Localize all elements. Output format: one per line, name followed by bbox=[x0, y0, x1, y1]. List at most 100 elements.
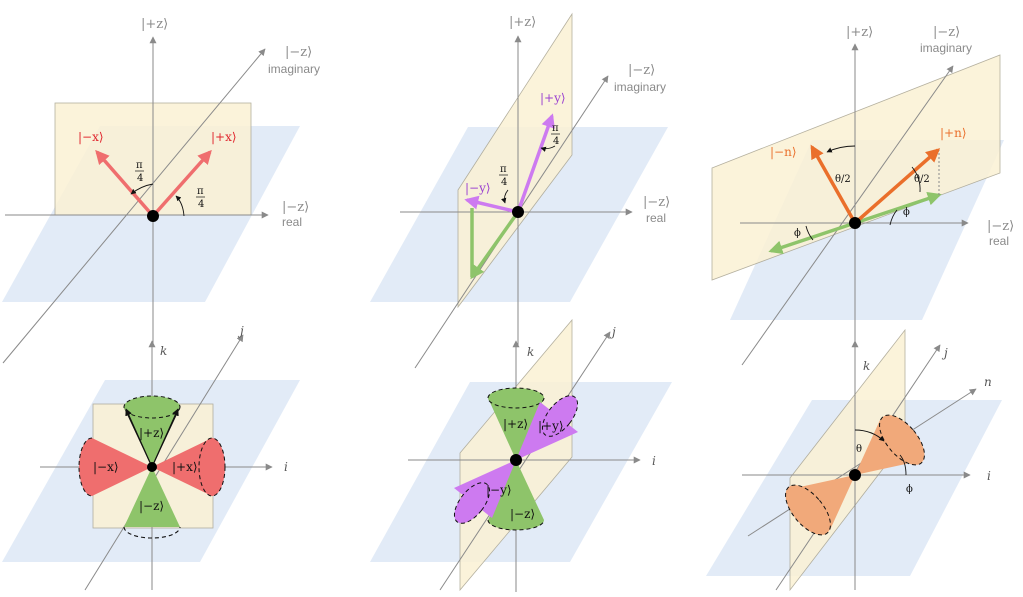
j-axis bbox=[775, 344, 941, 591]
cone-left bbox=[92, 438, 152, 496]
j-axis-label: j bbox=[237, 324, 244, 338]
state-minus-y-arrow bbox=[464, 195, 519, 214]
state-minus-n-label: |−n⟩ bbox=[770, 145, 797, 159]
phi-arc-b bbox=[889, 209, 898, 226]
state-minus-n-arrow bbox=[810, 144, 857, 224]
angle-arc-b bbox=[175, 195, 185, 217]
origin-dot bbox=[510, 454, 522, 466]
state-plus-n-arrow bbox=[853, 148, 941, 225]
imag-axis-label: |−z⟩ bbox=[285, 45, 312, 60]
panel-1: |+z⟩ |−z⟩ imaginary |−z⟩ real |−x⟩ |+x⟩ … bbox=[2, 17, 320, 364]
cone-down bbox=[124, 467, 180, 527]
origin-dot bbox=[147, 210, 159, 222]
angle-arc-a bbox=[540, 145, 556, 152]
cone-plus-y-label: |+y⟩ bbox=[538, 419, 564, 433]
real-axis-label: |−z⟩ bbox=[987, 219, 1014, 234]
real-axis-label: |−z⟩ bbox=[282, 200, 309, 215]
state-minus-x-arrow bbox=[95, 149, 155, 218]
theta-half-a: θ/2 bbox=[835, 174, 851, 185]
green-arrow bbox=[470, 210, 520, 280]
cone-up-label: |+z⟩ bbox=[139, 426, 164, 440]
j-axis-label: j bbox=[609, 325, 616, 339]
real-word: real bbox=[989, 234, 1009, 248]
panel-5: k j i |+z⟩ |−z⟩ |+y⟩ |−y⟩ bbox=[370, 318, 672, 592]
origin-dot bbox=[849, 469, 861, 481]
cream-plane bbox=[711, 54, 1001, 281]
real-word: real bbox=[282, 215, 302, 229]
cone-down-rim bbox=[487, 519, 545, 531]
k-axis-label: k bbox=[527, 345, 534, 359]
j-axis-label: j bbox=[941, 346, 948, 360]
panel-6: k j i n θ ϕ bbox=[706, 328, 1002, 592]
cone-right-label: |+x⟩ bbox=[172, 460, 198, 474]
phi-arc bbox=[899, 454, 907, 476]
state-plus-y-arrow bbox=[516, 113, 555, 213]
phi-a-label: ϕ bbox=[794, 228, 801, 239]
cone-down bbox=[488, 460, 544, 520]
cone-right bbox=[152, 438, 212, 496]
cone-up-label: |+z⟩ bbox=[503, 417, 528, 431]
angle-b-den: 4 bbox=[501, 177, 507, 188]
angle-b-den: 4 bbox=[198, 199, 204, 210]
real-axis-label: |−z⟩ bbox=[643, 195, 670, 210]
origin-dot bbox=[512, 206, 524, 218]
green-arrow-b bbox=[768, 221, 856, 255]
angle-a-num: π bbox=[552, 123, 559, 134]
imag-axis-label: |−z⟩ bbox=[933, 25, 960, 40]
cone-right-rim bbox=[198, 437, 226, 497]
panel-3: |+z⟩ |−z⟩ imaginary |−z⟩ real |−n⟩ |+n⟩ … bbox=[711, 25, 1014, 366]
phi-b-label: ϕ bbox=[903, 207, 910, 218]
panel-2: |+z⟩ |−z⟩ imaginary |−z⟩ real |+y⟩ |−y⟩ … bbox=[370, 12, 670, 369]
panel-4: k j i |+z⟩ |−z⟩ |−x⟩ |+x⟩ bbox=[2, 324, 300, 591]
origin-dot bbox=[849, 217, 861, 229]
green-arrow-a bbox=[854, 191, 942, 225]
cone-minus-n-rim bbox=[785, 484, 831, 536]
cone-plus-y-rim bbox=[541, 395, 579, 437]
imaginary-axis bbox=[741, 65, 954, 366]
imaginary-axis bbox=[2, 48, 266, 364]
origin-dot bbox=[147, 462, 157, 472]
state-minus-x-label: |−x⟩ bbox=[78, 130, 104, 144]
imag-word: imaginary bbox=[614, 80, 666, 94]
cone-minus-y-rim bbox=[453, 482, 491, 524]
z-axis-label: |+z⟩ bbox=[141, 17, 168, 32]
cone-left-rim bbox=[78, 437, 93, 497]
state-minus-y-label: |−y⟩ bbox=[465, 181, 491, 195]
cone-up-rim bbox=[487, 387, 545, 409]
i-axis-label: i bbox=[284, 460, 288, 474]
real-word: real bbox=[646, 211, 666, 225]
state-plus-x-label: |+x⟩ bbox=[211, 130, 237, 144]
k-axis-label: k bbox=[863, 359, 870, 373]
cone-up bbox=[488, 398, 544, 460]
cone-down-rim bbox=[123, 526, 181, 539]
cone-down-label: |−z⟩ bbox=[139, 499, 164, 513]
cone-minus-y-label: |−y⟩ bbox=[486, 483, 512, 497]
angle-arc-a bbox=[130, 183, 154, 195]
theta-half-b: θ/2 bbox=[914, 174, 930, 185]
cone-down-label: |−z⟩ bbox=[510, 507, 535, 521]
cone-plus-n-rim bbox=[879, 414, 925, 466]
theta-arc-b bbox=[911, 166, 921, 193]
angle-b-num: π bbox=[500, 164, 507, 175]
angle-a-den: 4 bbox=[553, 136, 559, 147]
angle-b-num: π bbox=[197, 186, 204, 197]
state-plus-y-label: |+y⟩ bbox=[540, 91, 566, 105]
state-plus-n-label: |+n⟩ bbox=[940, 126, 967, 140]
cone-left-label: |−x⟩ bbox=[93, 460, 119, 474]
imag-axis-label: |−z⟩ bbox=[628, 63, 655, 78]
cone-up-rim bbox=[123, 395, 181, 419]
cream-plane bbox=[457, 12, 573, 309]
i-axis-label: i bbox=[987, 469, 991, 483]
angle-a-num: π bbox=[136, 160, 143, 171]
theta-arc bbox=[854, 429, 885, 442]
j-axis bbox=[439, 331, 611, 591]
z-axis-label: |+z⟩ bbox=[846, 25, 873, 40]
theta-label: θ bbox=[856, 444, 862, 455]
k-axis-label: k bbox=[160, 344, 167, 358]
cone-up-arrow-l bbox=[125, 408, 153, 468]
i-axis-label: i bbox=[652, 454, 656, 468]
theta-arc-a bbox=[826, 145, 856, 153]
z-axis-label: |+z⟩ bbox=[509, 15, 536, 30]
angle-arc-b bbox=[501, 189, 509, 204]
